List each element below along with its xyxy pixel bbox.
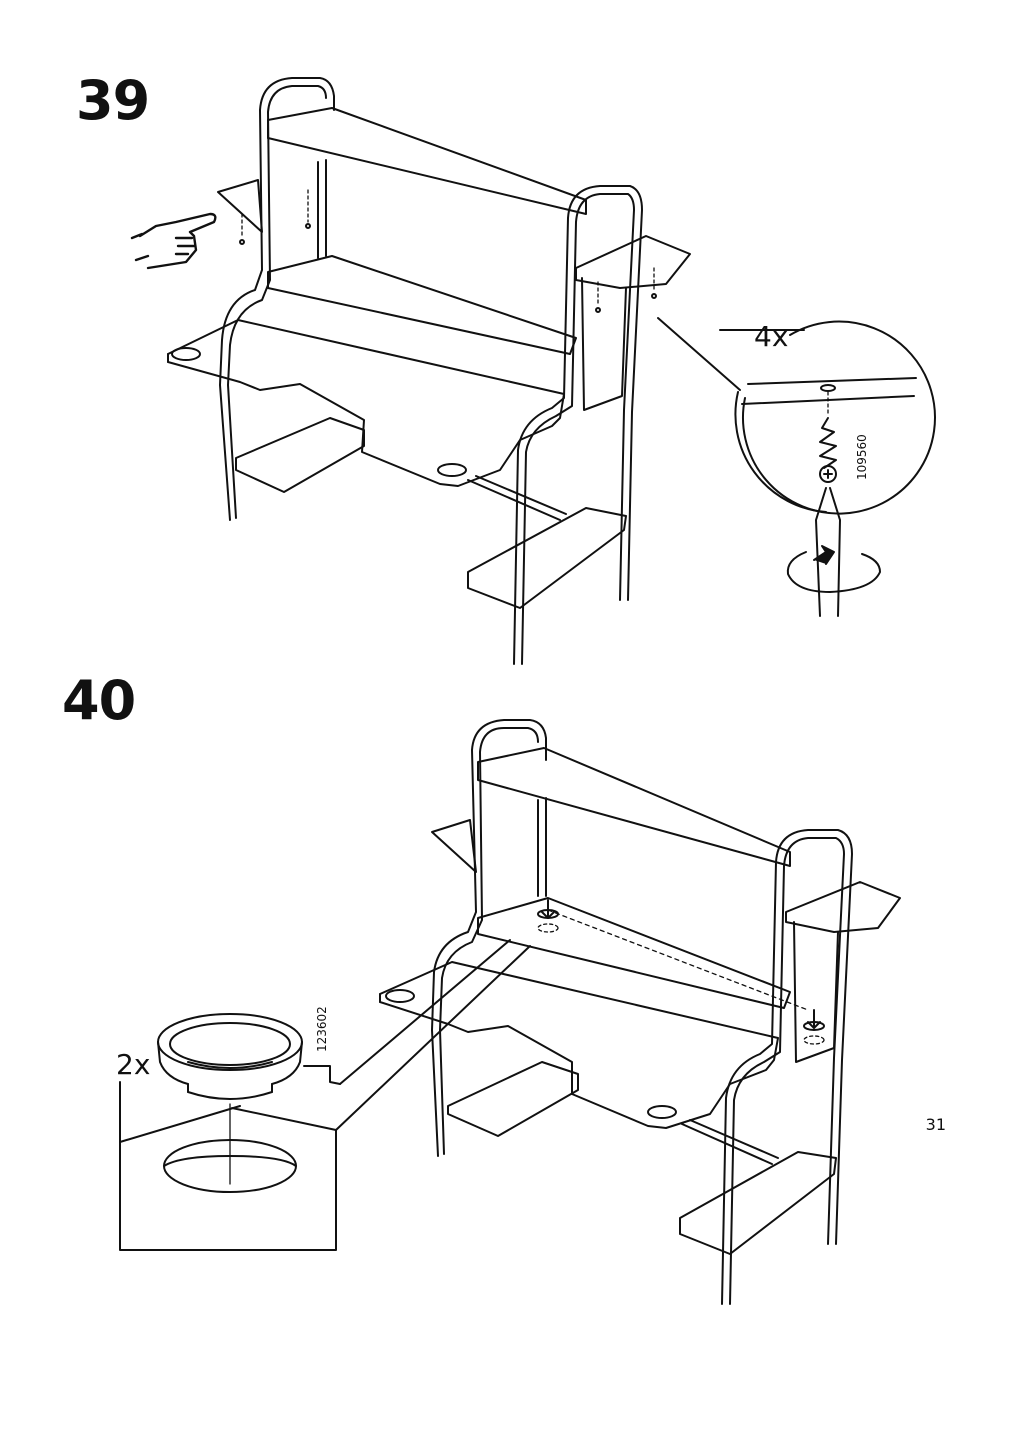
pointing-hand-icon [130,212,217,270]
step-number-39: 39 [76,69,150,132]
cable-grommet-icon [157,1013,303,1100]
desk-drawing-step40 [379,719,901,1305]
step-number-40: 40 [62,669,136,732]
quantity-label-40: 2x [116,1048,150,1081]
screw-icon [819,417,837,483]
part-number-40: 123602 [315,1006,329,1052]
detail-callout-40 [119,939,531,1251]
quantity-label-39: 4x [754,320,788,353]
page-number: 31 [925,1115,946,1134]
detail-callout-39 [657,317,936,515]
screwdriver-icon [815,487,841,617]
desk-drawing-step39 [167,77,691,665]
rotate-clockwise-icon [786,545,881,593]
part-number-39: 109560 [855,434,869,480]
